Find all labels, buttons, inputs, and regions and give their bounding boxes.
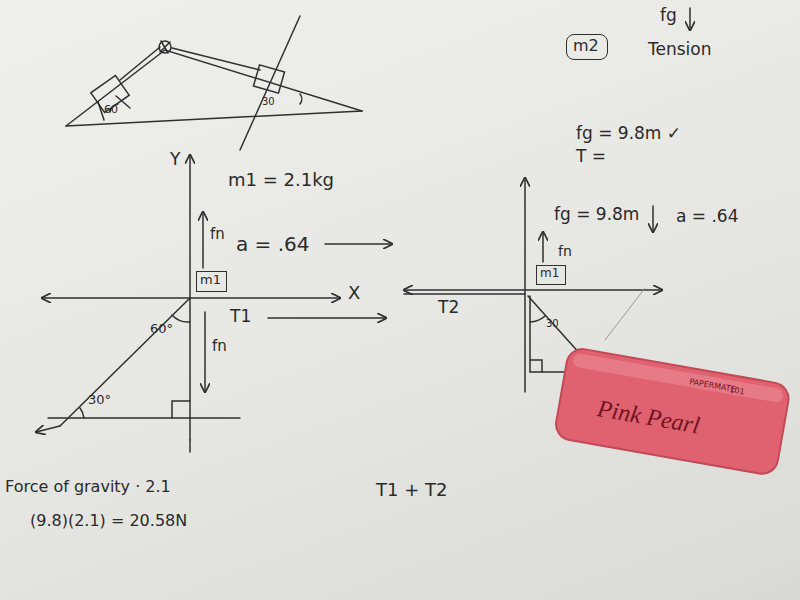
block-edge [98,96,130,120]
acceleration-value: a = .64 [676,207,739,226]
mass-value: m1 = 2.1kg [228,170,334,190]
stray-line [605,288,645,340]
angle-arc [80,408,84,418]
angle-arc [300,94,302,104]
mass-symbol: m1 [200,273,223,287]
right-angle-mark [172,401,190,418]
angle-value: 30 [262,96,275,107]
tension-arrow [268,317,386,319]
mass-block: m1 [536,265,566,285]
eraser [554,347,792,477]
mass-block: m1 [196,271,227,292]
x-axis [404,289,662,291]
mass-label-box: m2 [566,34,608,60]
equation: fg = 9.8m ✓ [576,124,681,143]
right-angle-mark [530,360,542,372]
normal-force-arrow [542,232,544,262]
note-text: Tension [648,40,711,59]
pulley [159,41,171,53]
force-arrow [689,8,691,30]
axis-label: Y [170,150,180,169]
force-label: fn [558,244,572,259]
rope [120,47,260,80]
angle-value: 60° [150,322,173,336]
y-axis [189,440,191,452]
y-axis [524,178,526,392]
acceleration-value: a = .64 [236,233,310,255]
angle-arc [530,316,545,322]
equation: T = [576,147,606,166]
angle-value: 60 [104,104,118,116]
acceleration-arrow [325,243,392,245]
force-label: fn [210,226,225,243]
incline [66,50,362,126]
triangle-base [48,417,240,419]
mass-symbol: m2 [573,37,601,55]
force-label: fg [660,6,677,25]
force-label: T1 [230,307,251,326]
stray-line [240,16,300,150]
eraser-body [554,347,792,477]
angle-value: 30 [546,318,559,329]
equation: T1 + T2 [376,480,447,500]
normal-force-arrow [202,212,204,268]
note-text: Force of gravity · 2.1 [5,478,171,496]
pulley-axle [160,41,170,53]
incline-hypotenuse [60,298,190,426]
force-label: T2 [438,298,459,317]
angle-arc [172,315,190,322]
force-arrow [652,206,654,232]
force-arrow [204,312,206,392]
equation: fg = 9.8m [554,205,639,224]
tension-arrow [404,293,525,295]
force-component-arrow [36,426,60,432]
equation: (9.8)(2.1) = 20.58N [30,512,187,530]
x-axis [42,297,340,299]
axis-label: X [348,283,360,303]
mass-symbol: m1 [540,267,562,280]
force-label: fn [212,338,227,355]
angle-value: 30° [88,393,111,407]
